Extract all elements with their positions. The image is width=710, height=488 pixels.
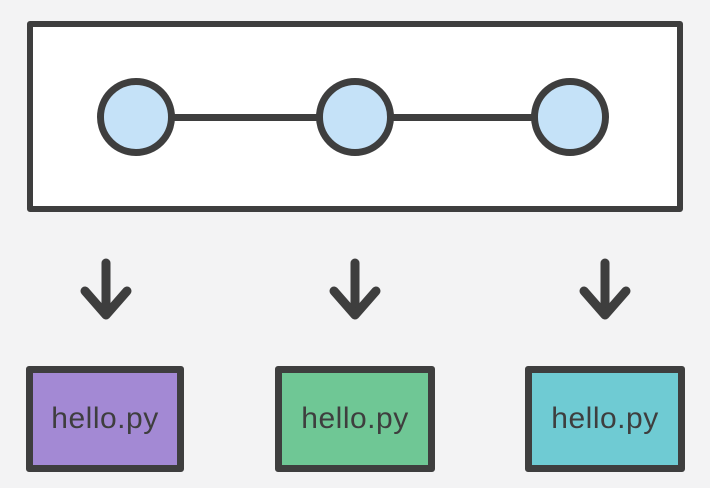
file-name-label: hello.py (301, 402, 409, 435)
file-box-version-3: hello.py (525, 366, 685, 472)
commit-node-2 (316, 78, 394, 156)
file-name-label: hello.py (51, 402, 159, 435)
file-box-version-1: hello.py (26, 366, 184, 472)
file-name-label: hello.py (551, 402, 659, 435)
down-arrow-icon (79, 258, 133, 322)
commit-node-3 (531, 78, 609, 156)
commit-node-1 (97, 78, 175, 156)
down-arrow-icon (578, 258, 632, 322)
down-arrow-icon (328, 258, 382, 322)
file-box-version-2: hello.py (275, 366, 435, 472)
